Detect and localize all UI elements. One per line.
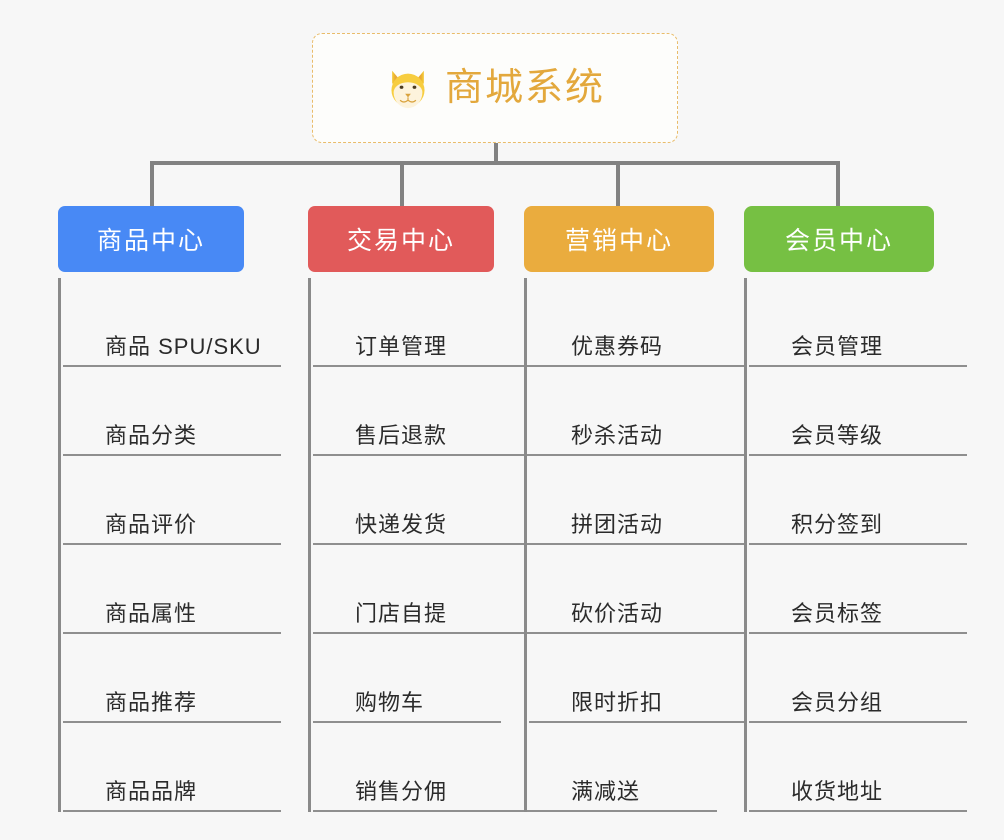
leaf-label: 商品属性	[105, 601, 198, 626]
leaf-label: 砍价活动	[571, 601, 664, 626]
leaf-underline	[63, 454, 281, 456]
leaf-item[interactable]: 商品 SPU/SKU	[63, 278, 288, 367]
leaf-item[interactable]: 优惠券码	[529, 278, 754, 367]
leaf-label: 会员分组	[791, 690, 884, 715]
branch-column-4: 会员中心 会员管理 会员等级 积分签到 会员标签 会员分组	[744, 206, 974, 812]
leaf-underline	[63, 632, 281, 634]
leaf-label: 售后退款	[355, 423, 448, 448]
leaf-underline	[63, 721, 281, 723]
leaf-label: 积分签到	[791, 512, 884, 537]
leaf-item[interactable]: 购物车	[313, 634, 538, 723]
leaf-item[interactable]: 收货地址	[749, 723, 974, 812]
leaf-label: 拼团活动	[571, 512, 664, 537]
connector-drop-2	[400, 161, 404, 206]
branch-header-1[interactable]: 商品中心	[58, 206, 244, 272]
leaf-item[interactable]: 会员标签	[749, 545, 974, 634]
leaf-item[interactable]: 拼团活动	[529, 456, 754, 545]
branch-header-3[interactable]: 营销中心	[524, 206, 714, 272]
leaf-underline	[63, 543, 281, 545]
leaf-label: 会员管理	[791, 334, 884, 359]
leaf-item[interactable]: 会员分组	[749, 634, 974, 723]
leaf-underline	[313, 454, 531, 456]
leaf-underline	[749, 365, 967, 367]
leaf-label: 商品推荐	[105, 690, 198, 715]
branch-header-4[interactable]: 会员中心	[744, 206, 934, 272]
leaf-underline	[529, 632, 747, 634]
leaf-underline	[529, 721, 747, 723]
leaf-label: 满减送	[571, 779, 641, 804]
root-node[interactable]: 商城系统	[312, 33, 678, 143]
leaf-item[interactable]: 商品品牌	[63, 723, 288, 812]
connector-drop-3	[616, 161, 620, 206]
leaf-item[interactable]: 会员管理	[749, 278, 974, 367]
leaf-item[interactable]: 销售分佣	[313, 723, 538, 812]
leaf-item[interactable]: 订单管理	[313, 278, 538, 367]
leaf-label: 购物车	[355, 690, 425, 715]
leaf-underline	[529, 365, 747, 367]
leaf-item[interactable]: 满减送	[529, 723, 754, 812]
leaf-label: 会员标签	[791, 601, 884, 626]
leaf-item[interactable]: 售后退款	[313, 367, 538, 456]
leaf-label: 会员等级	[791, 423, 884, 448]
leaf-item[interactable]: 限时折扣	[529, 634, 754, 723]
leaf-underline	[529, 810, 717, 812]
connector-bus	[150, 161, 840, 165]
leaf-label: 收货地址	[791, 779, 884, 804]
leaf-item[interactable]: 商品推荐	[63, 634, 288, 723]
branch-column-1: 商品中心 商品 SPU/SKU 商品分类 商品评价 商品属性 商品推荐	[58, 206, 288, 812]
leaf-label: 订单管理	[355, 334, 448, 359]
leaf-label: 快递发货	[355, 512, 448, 537]
leaf-item[interactable]: 商品属性	[63, 545, 288, 634]
leaf-label: 商品评价	[105, 512, 198, 537]
leaf-label: 优惠券码	[571, 334, 664, 359]
leaf-underline	[749, 454, 967, 456]
leaf-label: 门店自提	[355, 601, 448, 626]
branch-column-3: 营销中心 优惠券码 秒杀活动 拼团活动 砍价活动 限时折扣	[524, 206, 754, 812]
branch-header-2[interactable]: 交易中心	[308, 206, 494, 272]
leaf-underline	[313, 365, 531, 367]
leaf-item[interactable]: 秒杀活动	[529, 367, 754, 456]
leaf-underline	[313, 543, 531, 545]
leaf-label: 限时折扣	[571, 690, 664, 715]
leaf-underline	[313, 721, 501, 723]
leaf-underline	[749, 632, 967, 634]
leaf-label: 销售分佣	[355, 779, 448, 804]
leaf-item[interactable]: 门店自提	[313, 545, 538, 634]
leaf-underline	[529, 543, 747, 545]
connector-drop-4	[836, 161, 840, 206]
leaf-list-2: 订单管理 售后退款 快递发货 门店自提 购物车 销售分佣	[308, 278, 538, 812]
leaf-item[interactable]: 商品评价	[63, 456, 288, 545]
shiba-inu-dog-face-icon	[391, 70, 425, 109]
leaf-item[interactable]: 快递发货	[313, 456, 538, 545]
leaf-underline	[529, 454, 747, 456]
leaf-underline	[313, 632, 531, 634]
leaf-item[interactable]: 砍价活动	[529, 545, 754, 634]
leaf-item[interactable]: 积分签到	[749, 456, 974, 545]
leaf-list-3: 优惠券码 秒杀活动 拼团活动 砍价活动 限时折扣 满减送	[524, 278, 754, 812]
branch-column-2: 交易中心 订单管理 售后退款 快递发货 门店自提 购物车	[308, 206, 538, 812]
leaf-label: 秒杀活动	[571, 423, 664, 448]
leaf-list-4: 会员管理 会员等级 积分签到 会员标签 会员分组 收货地址	[744, 278, 974, 812]
leaf-label: 商品 SPU/SKU	[105, 334, 262, 359]
leaf-underline	[313, 810, 531, 812]
leaf-underline	[63, 365, 281, 367]
leaf-list-1: 商品 SPU/SKU 商品分类 商品评价 商品属性 商品推荐 商品品牌	[58, 278, 288, 812]
leaf-underline	[749, 721, 967, 723]
root-title: 商城系统	[444, 67, 605, 109]
connector-drop-1	[150, 161, 154, 206]
connector-stem	[494, 143, 498, 165]
leaf-underline	[63, 810, 281, 812]
leaf-item[interactable]: 商品分类	[63, 367, 288, 456]
leaf-underline	[749, 543, 967, 545]
leaf-label: 商品品牌	[105, 779, 198, 804]
leaf-underline	[749, 810, 967, 812]
leaf-label: 商品分类	[105, 423, 198, 448]
leaf-item[interactable]: 会员等级	[749, 367, 974, 456]
